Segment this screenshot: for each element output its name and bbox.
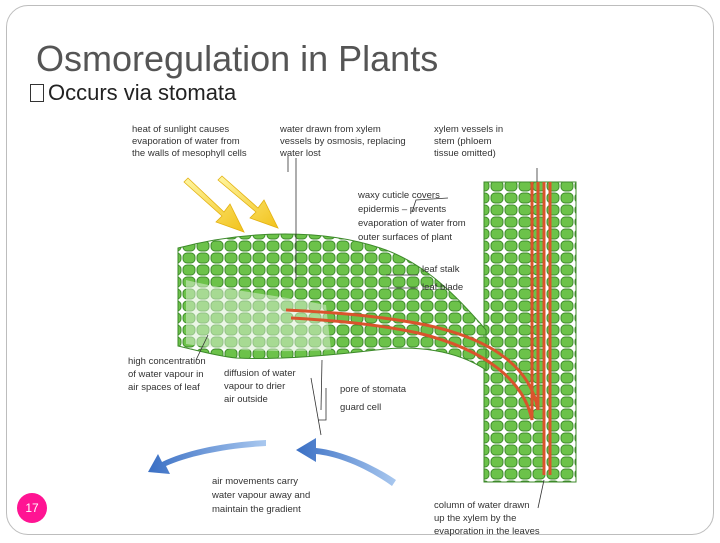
label-leaf-blade: leaf blade xyxy=(422,282,463,293)
label-guard-cell: guard cell xyxy=(340,402,381,413)
bullet-text: Occurs via stomata xyxy=(48,80,237,105)
slide-number-badge: 17 xyxy=(17,493,47,523)
air-movement-arrow-left-icon xyxy=(148,440,266,474)
slide-frame xyxy=(6,5,714,535)
bullet-item: Occurs via stomata xyxy=(30,80,236,106)
label-leaf-stalk: leaf stalk xyxy=(422,264,460,275)
air-movement-arrow-right-icon xyxy=(296,438,396,486)
xylem-vessels xyxy=(285,182,552,475)
slide-title: Osmoregulation in Plants xyxy=(36,38,439,79)
sunlight-arrows-icon xyxy=(183,175,279,233)
stem-tissue xyxy=(483,181,577,483)
label-pore: pore of stomata xyxy=(340,384,407,395)
bullet-box-icon xyxy=(30,84,44,102)
